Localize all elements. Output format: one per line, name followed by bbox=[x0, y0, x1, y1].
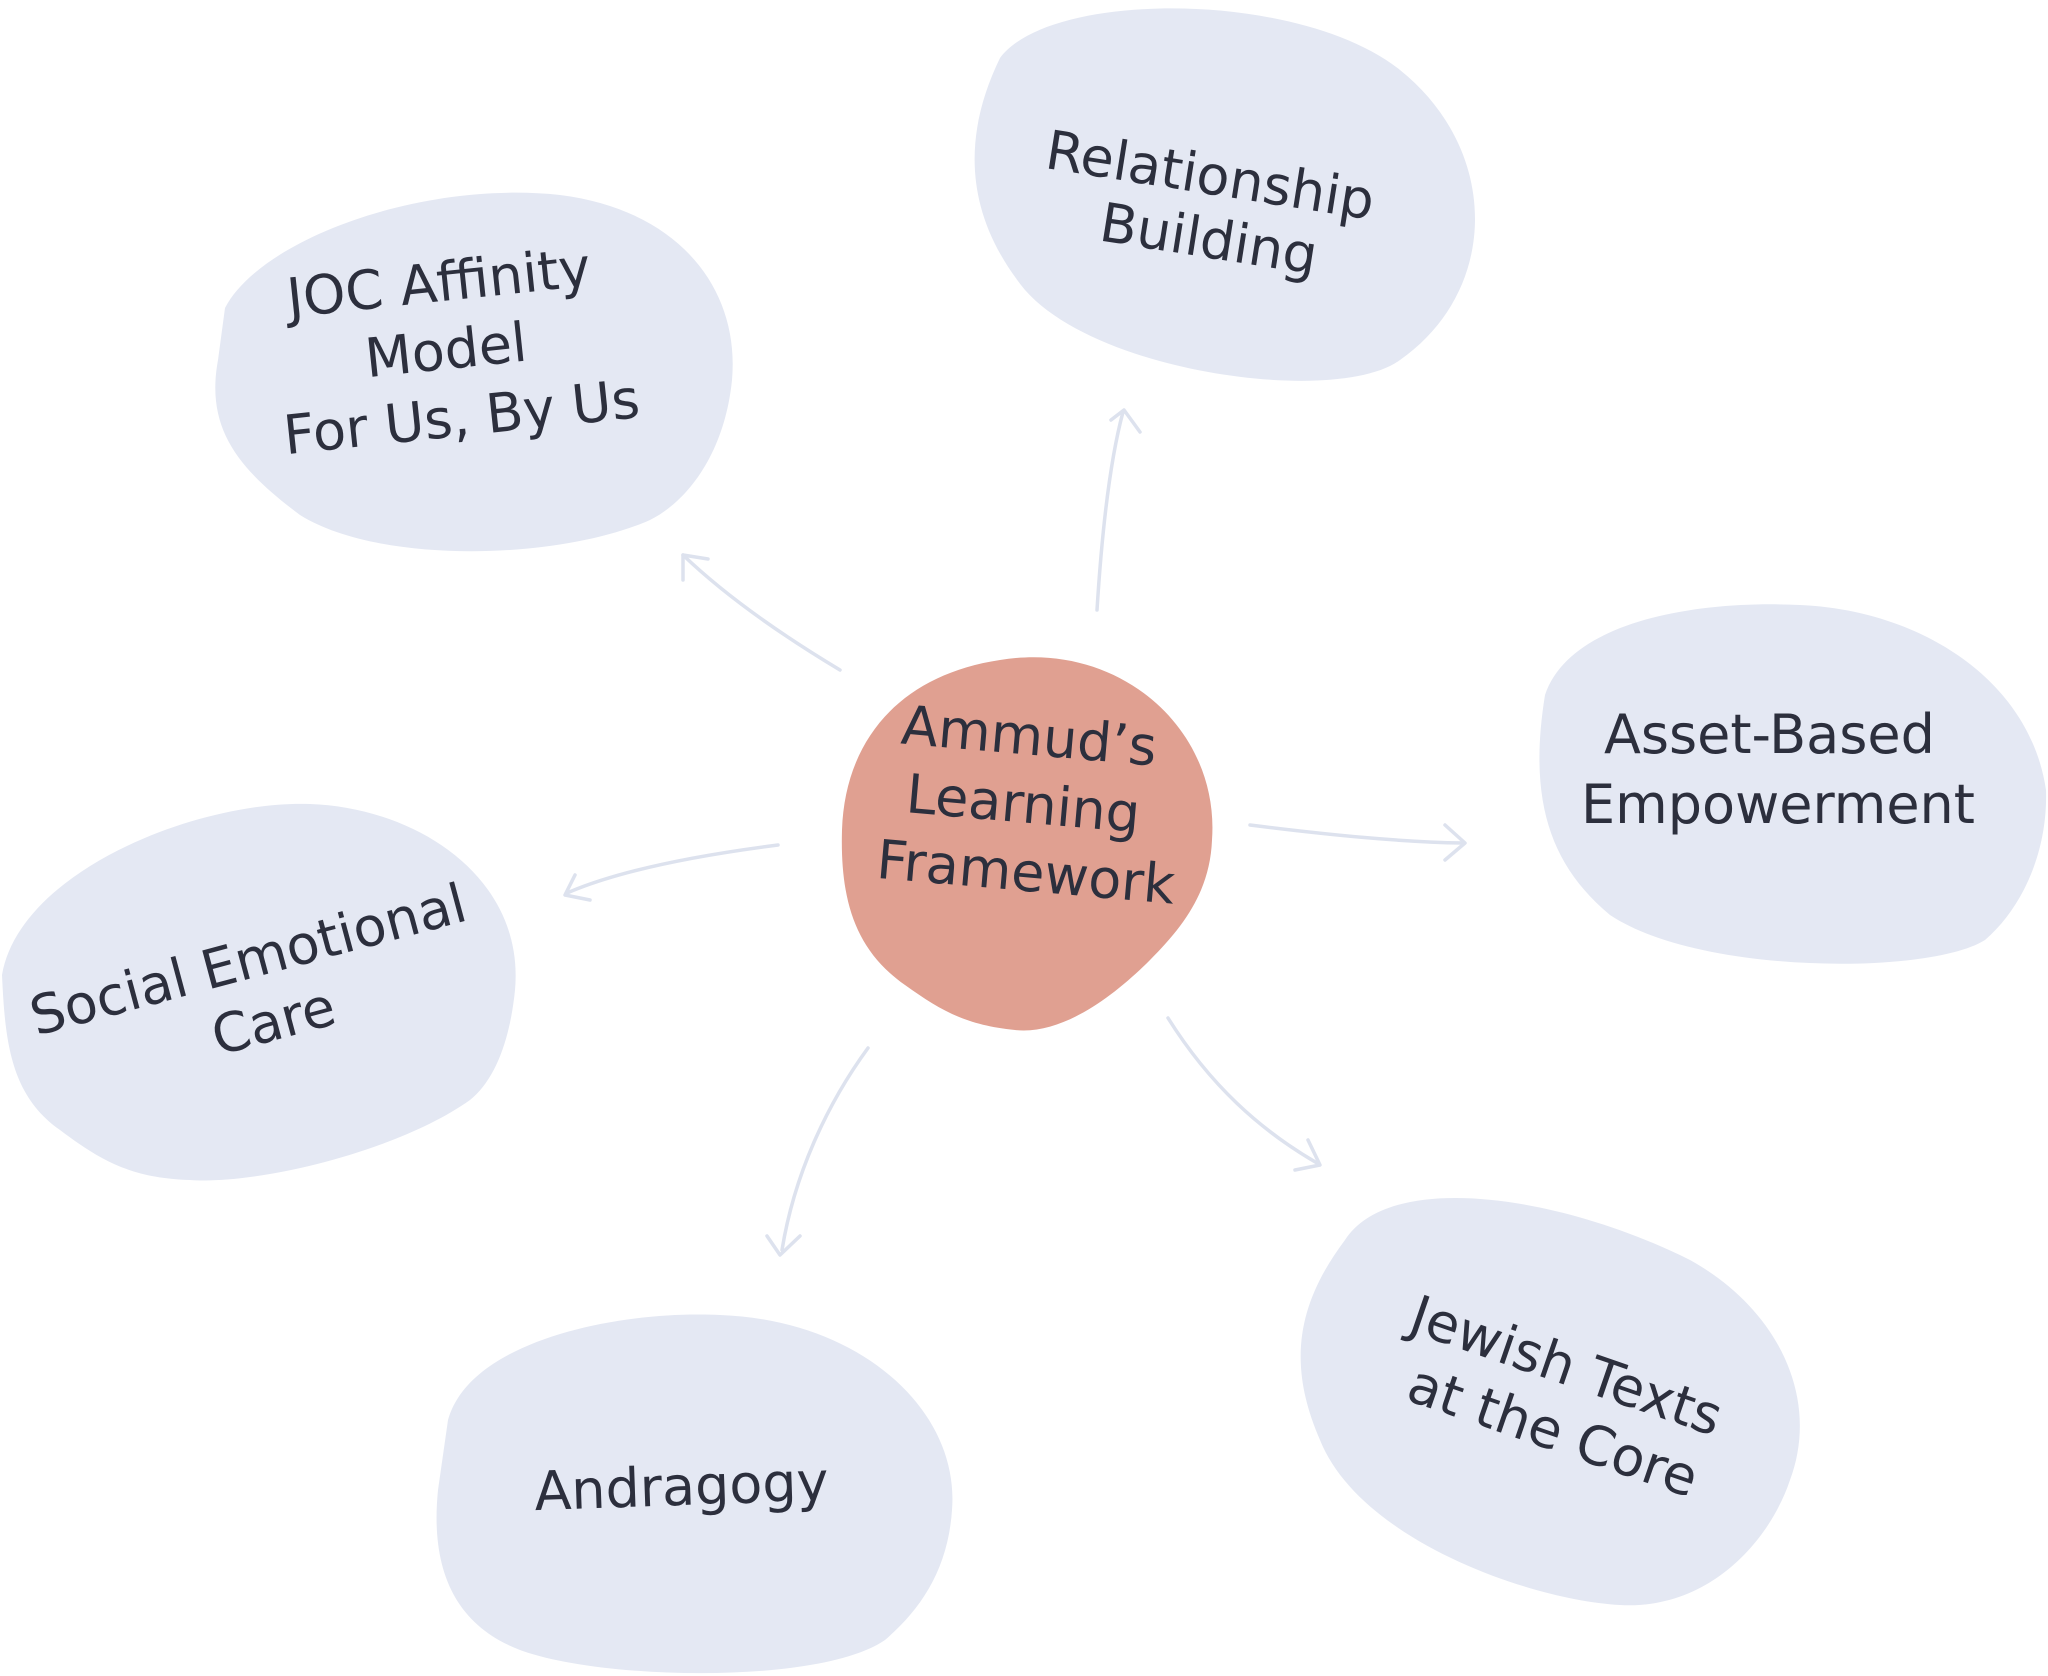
arrow-to-social-emotional bbox=[563, 843, 780, 902]
center-node: Ammud’s Learning Framework bbox=[841, 657, 1213, 1031]
center-node-shape bbox=[841, 657, 1213, 1031]
arrow-to-relationship bbox=[1095, 408, 1142, 612]
node-asset-based-empowerment: Asset-Based Empowerment bbox=[1539, 604, 2047, 964]
node-joc-affinity-shape bbox=[215, 192, 733, 552]
arrow-to-asset-based bbox=[1248, 823, 1467, 862]
node-andragogy-shape bbox=[436, 1314, 953, 1674]
node-jewish-texts: Jewish Texts at the Core bbox=[1300, 1197, 1800, 1606]
node-asset-based-label: Asset-Based Empowerment bbox=[1581, 703, 1975, 836]
node-joc-affinity-model: JOC Affinity Model For Us, By Us bbox=[215, 192, 733, 552]
arrow-to-jewish-texts bbox=[1166, 1016, 1322, 1172]
node-andragogy-label: Andragogy bbox=[533, 1450, 829, 1523]
node-jewish-texts-shape bbox=[1300, 1197, 1800, 1606]
node-asset-based-shape bbox=[1539, 604, 2047, 964]
node-andragogy: Andragogy bbox=[436, 1314, 953, 1674]
node-relationship-building: Relationship Building bbox=[974, 8, 1475, 381]
arrow-to-andragogy bbox=[765, 1046, 870, 1257]
node-social-emotional-care: Social Emotional Care bbox=[2, 803, 516, 1181]
node-social-emotional-shape bbox=[2, 803, 516, 1181]
arrow-to-joc-affinity bbox=[681, 553, 842, 672]
node-relationship-shape bbox=[974, 8, 1475, 381]
center-node-label: Ammud’s Learning Framework bbox=[874, 692, 1190, 916]
